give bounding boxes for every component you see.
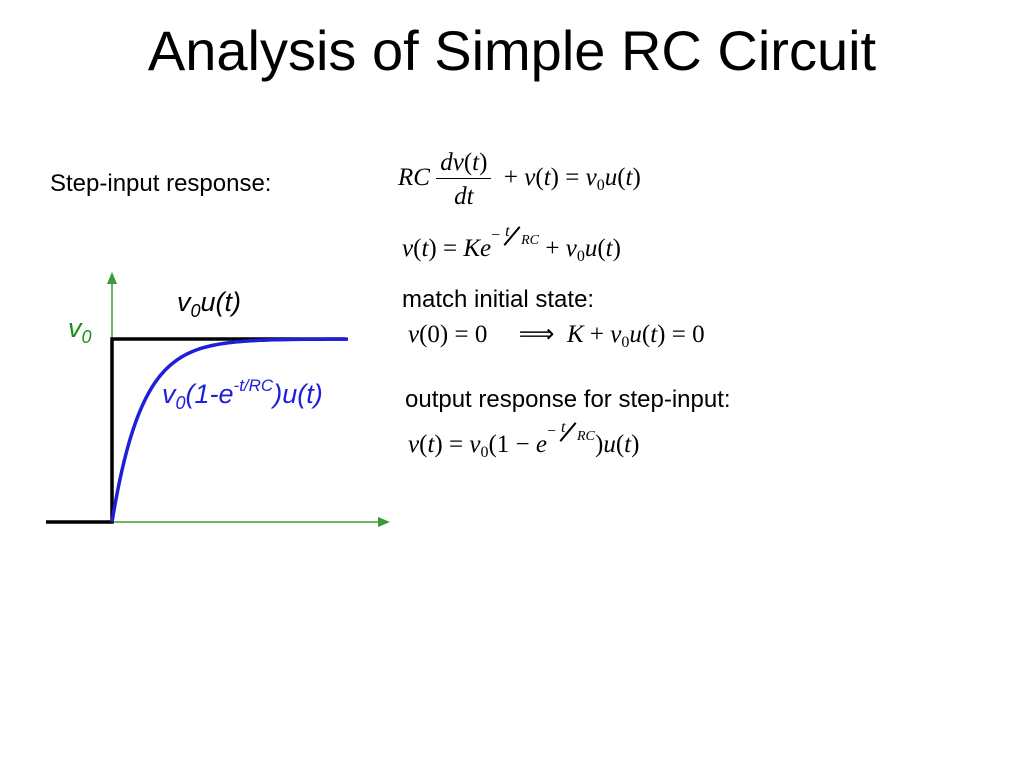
output-response-label: output response for step-input: (405, 386, 731, 413)
v0-axis-label: v0 (68, 313, 92, 347)
y-axis-arrow (107, 272, 117, 284)
response-curve (110, 337, 348, 523)
step-input-curve (46, 337, 345, 524)
step-input-label: Step-input response: (50, 170, 272, 197)
page-title: Analysis of Simple RC Circuit (147, 19, 877, 82)
initial-condition-equation: v(0) = 0 ⟹ K + v0u(t) = 0 (408, 321, 705, 351)
x-axis-arrow (378, 517, 390, 527)
step-curve-label: v0u(t) (177, 287, 242, 321)
response-curve-label: v0(1-e-t/RC)u(t) (162, 376, 323, 413)
match-initial-label: match initial state: (402, 286, 595, 313)
ode-equation: RC dv(t)dt + v(t) = v0u(t) (398, 149, 641, 210)
